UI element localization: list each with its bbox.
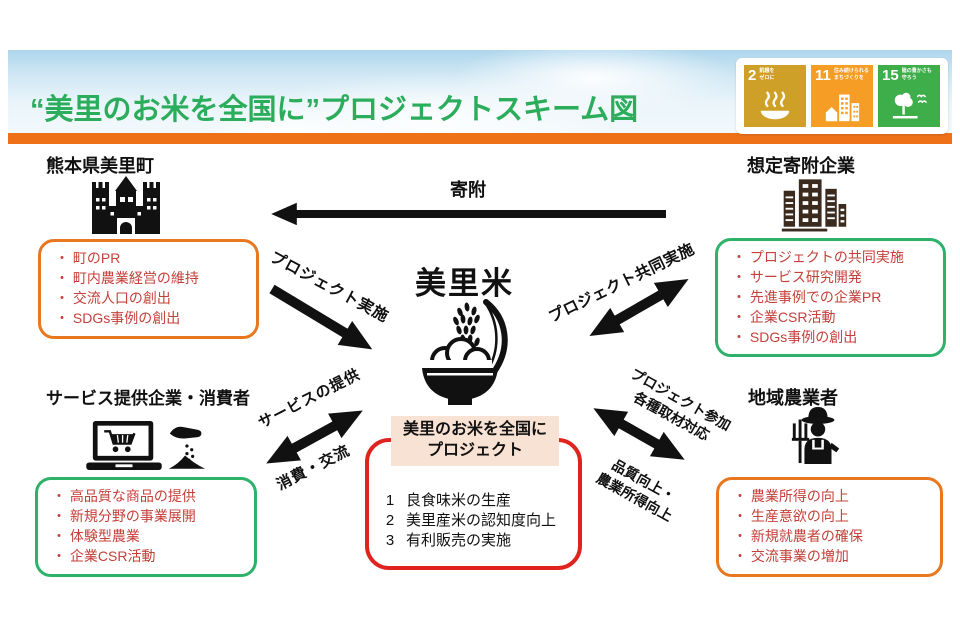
sowing-hand-icon xyxy=(168,426,206,469)
sdg-bowl-steam-icon xyxy=(760,91,790,120)
benefit-item: 先進事例での企業PR xyxy=(732,288,935,308)
goal-text: 良食味米の生産 xyxy=(406,492,512,509)
benefit-item: SDGs事例の創出 xyxy=(55,309,248,329)
project-box-title: 美里のお米を全国に プロジェクト xyxy=(391,416,559,466)
benefit-item: 体験型農業 xyxy=(52,527,246,547)
benefit-item: 企業CSR活動 xyxy=(732,308,935,328)
participate-arrow xyxy=(593,408,685,460)
project-title-line1: 美里のお米を全国に xyxy=(402,421,547,438)
sdg-label: 陸の豊かさも 守ろう xyxy=(901,68,932,81)
castle-icon xyxy=(92,176,160,234)
benefit-item: サービス研究開発 xyxy=(732,268,935,288)
implement-arrow-label: プロジェクト実施 xyxy=(267,248,392,326)
rice-bowl-icon xyxy=(422,299,508,405)
goal-text: 有利販売の実施 xyxy=(406,532,512,549)
quality-arrow-label: 品質向上・ 農業所得向上 xyxy=(593,452,685,526)
goal-number: 2 xyxy=(385,512,395,529)
office-building-icon xyxy=(781,179,847,232)
sdg-number: 15 xyxy=(882,67,899,84)
benefit-item: 交流事業の増加 xyxy=(733,547,932,567)
participate-arrow-label: プロジェクト参加 各種取材対応 xyxy=(618,364,734,451)
farmer-icon xyxy=(791,406,840,464)
sdg-city-icon xyxy=(825,94,860,122)
benefit-item: 農業所得の向上 xyxy=(733,487,932,507)
town-label: 熊本県美里町 xyxy=(46,156,154,176)
page-title: “美里のお米を全国に”プロジェクトスキーム図 xyxy=(30,94,639,126)
goal-text: 美里産米の認知度向上 xyxy=(406,512,557,529)
benefit-item: 高品質な商品の提供 xyxy=(52,487,246,507)
service-benefits-box: 高品質な商品の提供 新規分野の事業展開 体験型農業 企業CSR活動 xyxy=(35,477,257,577)
header-accent-bar xyxy=(8,133,952,144)
sdg-label: 住み続けられる まちづくりを xyxy=(833,68,869,81)
donor-label: 想定寄附企業 xyxy=(747,156,855,176)
farmer-label: 地域農業者 xyxy=(748,388,838,408)
project-goal: 3 有利販売の実施 xyxy=(384,532,556,550)
donation-arrow-label: 寄附 xyxy=(450,180,486,200)
benefit-item: 生産意欲の向上 xyxy=(733,507,932,527)
goal-number: 1 xyxy=(385,492,395,509)
project-title-line2: プロジェクト xyxy=(426,441,523,459)
shopping-laptop-icon xyxy=(86,420,162,470)
benefit-item: 交流人口の創出 xyxy=(55,289,248,309)
benefit-item: 新規分野の事業展開 xyxy=(52,507,246,527)
goal-number: 3 xyxy=(385,532,395,549)
farmer-benefits-box: 農業所得の向上 生産意欲の向上 新規就農者の確保 交流事業の増加 xyxy=(716,477,943,577)
project-goal-list: 1 良食味米の生産 2 美里産米の認知度向上 3 有利販売の実施 xyxy=(384,492,556,550)
donor-benefits-box: プロジェクトの共同実施 サービス研究開発 先進事例での企業PR 企業CSR活動 … xyxy=(715,238,946,358)
consume-arrow-label: 消費・交流 xyxy=(273,442,353,494)
benefit-item: 町のPR xyxy=(55,249,248,269)
sdg-badge-11: 11 住み続けられる まちづくりを xyxy=(811,65,873,127)
sdg-number: 2 xyxy=(748,67,757,84)
benefit-item: 町内農業経営の維持 xyxy=(55,269,248,289)
sdg-label: 飢餓を ゼロに xyxy=(759,68,775,81)
town-benefits-box: 町のPR 町内農業経営の維持 交流人口の創出 SDGs事例の創出 xyxy=(38,239,259,339)
project-goal: 1 良食味米の生産 xyxy=(384,492,556,510)
joint-arrow xyxy=(589,279,689,336)
benefit-item: 新規就農者の確保 xyxy=(733,527,932,547)
joint-arrow-label: プロジェクト共同実施 xyxy=(546,240,698,327)
sdg-badges: 2 飢餓を ゼロに 11 住み続けられる まちづくりを xyxy=(736,58,948,134)
sdg-badge-2: 2 飢餓を ゼロに xyxy=(744,65,806,127)
sdg-number: 11 xyxy=(815,67,831,84)
benefit-item: プロジェクトの共同実施 xyxy=(732,248,935,268)
service-label: サービス提供企業・消費者 xyxy=(46,389,250,408)
sdg-badge-15: 15 陸の豊かさも 守ろう xyxy=(878,65,940,127)
service-arrow-label: サービスの提供 xyxy=(255,365,364,432)
sdg-tree-icon xyxy=(892,92,927,119)
product-name: 美里米 xyxy=(415,266,514,301)
project-goal: 2 美里産米の認知度向上 xyxy=(384,512,556,530)
benefit-item: SDGs事例の創出 xyxy=(732,328,935,348)
benefit-item: 企業CSR活動 xyxy=(52,547,246,567)
